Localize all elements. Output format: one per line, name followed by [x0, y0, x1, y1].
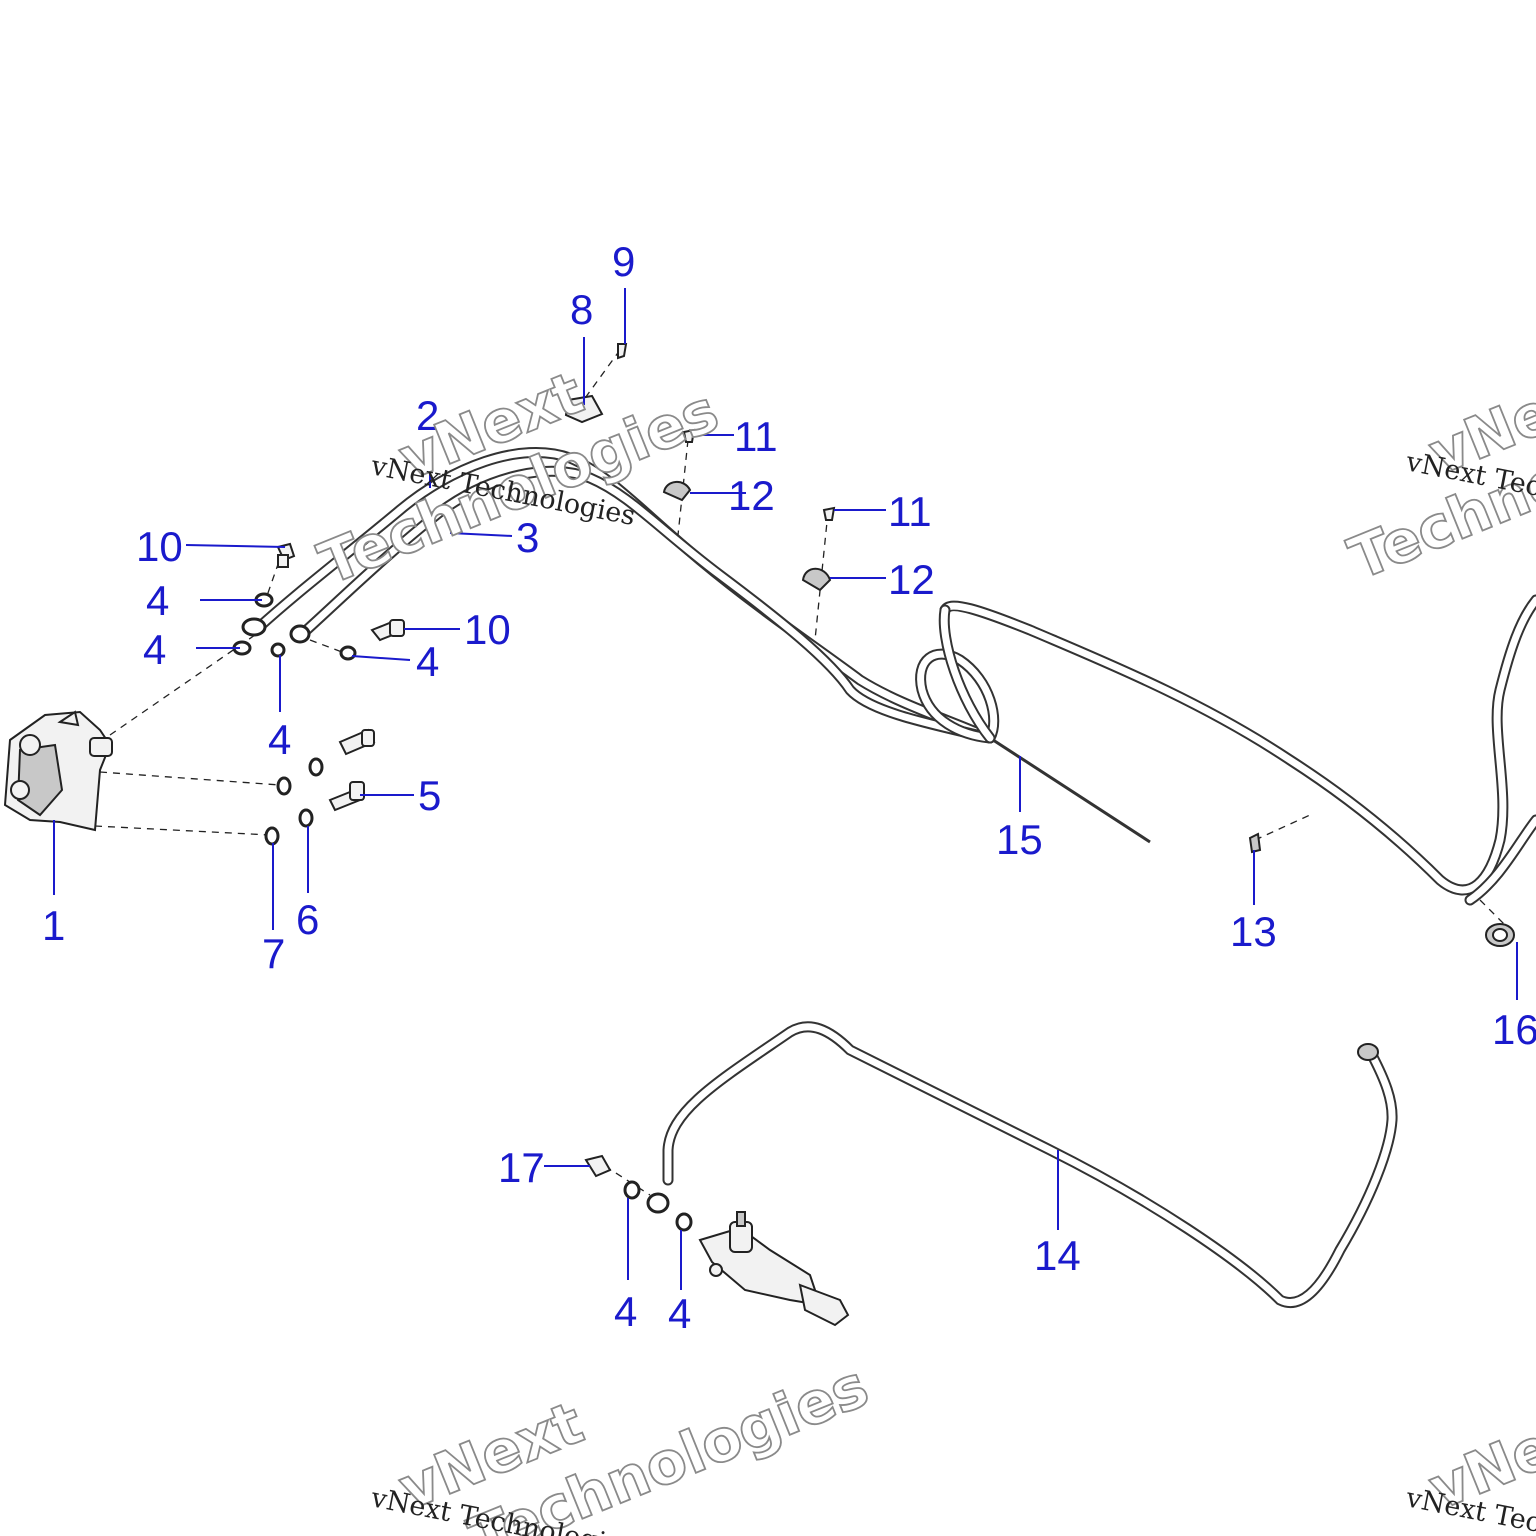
- cable-15-end: [989, 736, 1151, 844]
- callouts: 1 2 3 4 4 4 4 4 4 5 6 7 8 9 10 10 11 11 …: [42, 238, 1536, 1337]
- clips: [662, 428, 1515, 947]
- callout-8: 8: [570, 286, 593, 333]
- callout-5: 5: [418, 772, 441, 819]
- fittings-left: [232, 542, 405, 661]
- callout-12b: 12: [888, 556, 935, 603]
- callout-13: 13: [1230, 908, 1277, 955]
- callout-4b: 4: [143, 626, 166, 673]
- assembly-lines: [94, 349, 1511, 1196]
- callout-11a: 11: [734, 413, 778, 460]
- callout-11b: 11: [888, 488, 932, 535]
- callout-4f: 4: [668, 1290, 691, 1337]
- callout-16: 16: [1492, 1006, 1536, 1053]
- watermarks: vNext Technologies vNext Technologies vN…: [309, 353, 1536, 1536]
- callout-9: 9: [612, 238, 635, 285]
- callout-10a: 10: [136, 523, 183, 570]
- callout-4a: 4: [146, 577, 169, 624]
- callout-1: 1: [42, 902, 65, 949]
- bracket-8: [564, 343, 628, 424]
- leader-lines: [53, 288, 1518, 1290]
- callout-4c: 4: [416, 638, 439, 685]
- callout-2: 2: [416, 392, 439, 439]
- callout-12a: 12: [728, 472, 775, 519]
- brake-lines: [252, 446, 1536, 1308]
- callout-17: 17: [498, 1144, 545, 1191]
- callout-7: 7: [262, 930, 285, 977]
- callout-14: 14: [1034, 1232, 1081, 1279]
- callout-15: 15: [996, 816, 1043, 863]
- callout-3: 3: [516, 514, 539, 561]
- master-cylinder: [584, 1154, 850, 1327]
- callout-6: 6: [296, 896, 319, 943]
- callout-10b: 10: [464, 606, 511, 653]
- callout-4e: 4: [614, 1288, 637, 1335]
- brake-caliper: [3, 710, 113, 832]
- callout-4d: 4: [268, 716, 291, 763]
